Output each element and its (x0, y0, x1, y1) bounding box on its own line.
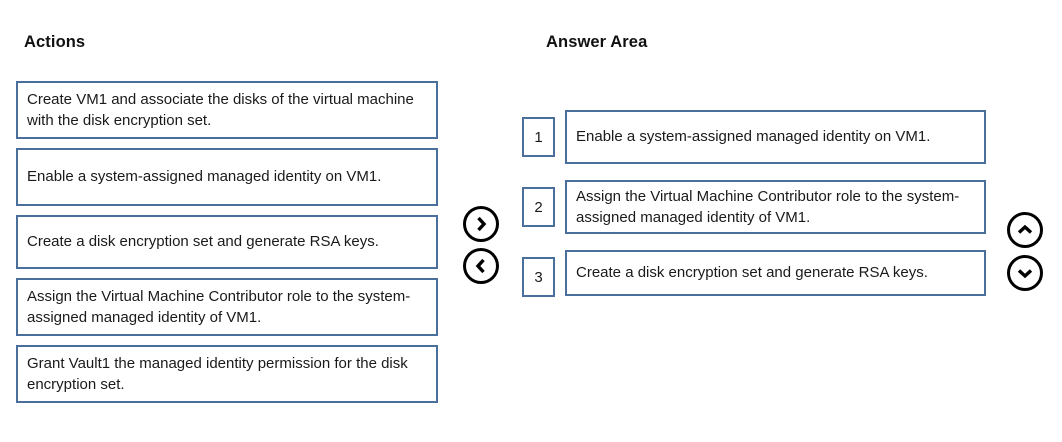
list-item[interactable]: Enable a system-assigned managed identit… (16, 148, 438, 206)
move-up-button[interactable] (1007, 212, 1043, 248)
answer-row[interactable]: 3 Create a disk encryption set and gener… (522, 250, 986, 297)
actions-list: Create VM1 and associate the disks of th… (16, 81, 438, 412)
chevron-left-icon (471, 256, 491, 276)
move-left-button[interactable] (463, 248, 499, 284)
answer-row[interactable]: 1 Enable a system-assigned managed ident… (522, 110, 986, 164)
reorder-buttons-group (1007, 212, 1043, 291)
list-item[interactable]: Assign the Virtual Machine Contributor r… (16, 278, 438, 336)
chevron-up-icon (1015, 220, 1035, 240)
answer-order-number: 1 (522, 117, 555, 157)
move-right-button[interactable] (463, 206, 499, 242)
answer-item-text[interactable]: Enable a system-assigned managed identit… (565, 110, 986, 164)
list-item[interactable]: Create a disk encryption set and generat… (16, 215, 438, 269)
chevron-right-icon (471, 214, 491, 234)
actions-column-title: Actions (24, 33, 86, 51)
answer-area-list: 1 Enable a system-assigned managed ident… (522, 110, 986, 313)
move-down-button[interactable] (1007, 255, 1043, 291)
answer-order-number: 3 (522, 257, 555, 297)
answer-order-number: 2 (522, 187, 555, 227)
answer-item-text[interactable]: Assign the Virtual Machine Contributor r… (565, 180, 986, 234)
answer-item-text[interactable]: Create a disk encryption set and generat… (565, 250, 986, 296)
move-buttons-group (463, 206, 499, 284)
chevron-down-icon (1015, 263, 1035, 283)
list-item[interactable]: Create VM1 and associate the disks of th… (16, 81, 438, 139)
answer-row[interactable]: 2 Assign the Virtual Machine Contributor… (522, 180, 986, 234)
list-item[interactable]: Grant Vault1 the managed identity permis… (16, 345, 438, 403)
answer-area-column-title: Answer Area (546, 33, 648, 51)
